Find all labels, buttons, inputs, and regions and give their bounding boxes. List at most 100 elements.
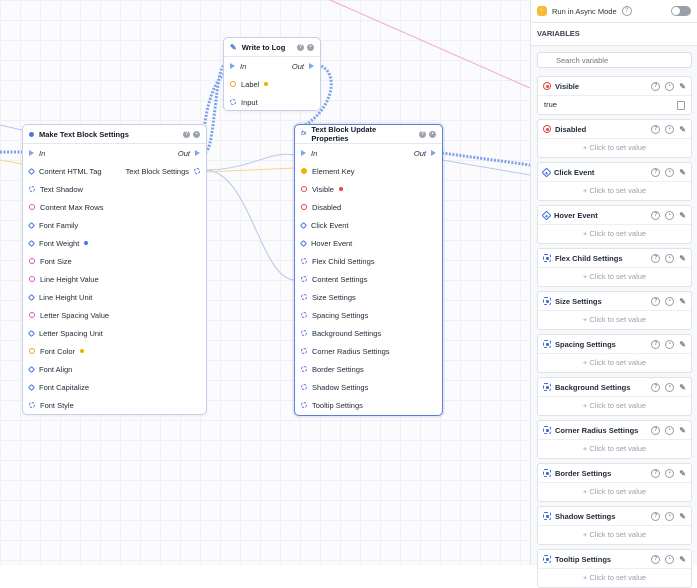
variable-header[interactable]: Spacing Settings?•✎	[538, 335, 691, 354]
eye-icon[interactable]: •	[665, 554, 675, 564]
eye-icon[interactable]: •	[665, 81, 675, 91]
exec-in-port[interactable]	[230, 63, 235, 69]
search-variable-input[interactable]	[537, 52, 692, 68]
set-value-button[interactable]: + Click to set value	[582, 444, 647, 453]
eye-icon[interactable]: •	[665, 167, 675, 177]
eye-icon[interactable]: •	[665, 382, 675, 392]
exec-out-port[interactable]	[195, 150, 200, 156]
help-icon[interactable]: ?	[651, 210, 661, 220]
edit-icon[interactable]: ✎	[679, 81, 686, 91]
variable-card[interactable]: Disabled?•✎+ Click to set value	[537, 119, 692, 158]
enum-port-icon[interactable]	[27, 221, 36, 229]
number-port-icon[interactable]	[29, 312, 35, 318]
variable-header[interactable]: Disabled?•✎	[538, 120, 691, 139]
set-value-button[interactable]: + Click to set value	[582, 229, 647, 238]
struct-port-icon[interactable]	[29, 402, 35, 408]
enum-port-icon[interactable]	[27, 293, 36, 301]
struct-port-icon[interactable]	[301, 348, 307, 354]
help-icon[interactable]: ?	[651, 511, 661, 521]
struct-port-icon[interactable]	[29, 186, 35, 192]
variable-card[interactable]: Spacing Settings?•✎+ Click to set value	[537, 334, 692, 373]
struct-port-icon[interactable]	[301, 366, 307, 372]
eye-icon[interactable]: •	[665, 296, 675, 306]
any-port-icon[interactable]	[230, 99, 236, 105]
set-value-button[interactable]: + Click to set value	[582, 573, 647, 582]
string-port-icon[interactable]	[301, 168, 307, 174]
variable-header[interactable]: Tooltip Settings?•✎	[538, 550, 691, 569]
enum-port-icon[interactable]	[27, 365, 36, 373]
number-port-icon[interactable]	[29, 258, 35, 264]
struct-port-icon[interactable]	[301, 402, 307, 408]
struct-port-icon[interactable]	[301, 384, 307, 390]
variable-header[interactable]: Visible?•✎	[538, 77, 691, 96]
variable-header[interactable]: Background Settings?•✎	[538, 378, 691, 397]
graph-canvas[interactable]: ✎ Write to Log ?• In Out Label Input Mak…	[0, 0, 530, 565]
edit-icon[interactable]: ✎	[679, 296, 686, 306]
set-value-button[interactable]: + Click to set value	[582, 272, 647, 281]
struct-port-icon[interactable]	[301, 312, 307, 318]
eye-icon[interactable]: •	[665, 124, 675, 134]
write-to-log-node[interactable]: ✎ Write to Log ?• In Out Label Input	[223, 37, 321, 111]
edit-icon[interactable]: ✎	[679, 210, 686, 220]
set-value-button[interactable]: + Click to set value	[582, 401, 647, 410]
help-icon[interactable]: ?	[651, 554, 661, 564]
edit-icon[interactable]: ✎	[679, 511, 686, 521]
settings-icon[interactable]: •	[193, 130, 200, 138]
help-icon[interactable]: ?	[183, 130, 190, 138]
help-icon[interactable]: ?	[651, 468, 661, 478]
enum-port-icon[interactable]	[27, 383, 36, 391]
settings-icon[interactable]: •	[307, 43, 314, 51]
help-icon[interactable]: ?	[651, 253, 661, 263]
exec-out-port[interactable]	[309, 63, 314, 69]
exec-in-port[interactable]	[301, 150, 306, 156]
variable-card[interactable]: Click Event?•✎+ Click to set value	[537, 162, 692, 201]
variable-card[interactable]: Flex Child Settings?•✎+ Click to set val…	[537, 248, 692, 287]
string-port-icon[interactable]	[230, 81, 236, 87]
edit-icon[interactable]: ✎	[679, 124, 686, 134]
help-icon[interactable]: ?	[651, 382, 661, 392]
help-icon[interactable]: ?	[651, 124, 661, 134]
eye-icon[interactable]: •	[665, 511, 675, 521]
event-port-icon[interactable]	[299, 221, 308, 229]
enum-port-icon[interactable]	[27, 329, 36, 337]
eye-icon[interactable]: •	[665, 210, 675, 220]
enum-port-icon[interactable]	[27, 239, 36, 247]
number-port-icon[interactable]	[29, 276, 35, 282]
help-icon[interactable]: ?	[651, 81, 661, 91]
variable-header[interactable]: Shadow Settings?•✎	[538, 507, 691, 526]
help-icon[interactable]: ?	[651, 167, 661, 177]
variable-header[interactable]: Size Settings?•✎	[538, 292, 691, 311]
variable-card[interactable]: Shadow Settings?•✎+ Click to set value	[537, 506, 692, 545]
help-icon[interactable]: ?	[419, 130, 426, 138]
struct-port-icon[interactable]	[301, 330, 307, 336]
node-header[interactable]: Make Text Block Settings ?•	[23, 125, 206, 144]
help-icon[interactable]: ?	[651, 296, 661, 306]
set-value-button[interactable]: + Click to set value	[582, 315, 647, 324]
variable-card[interactable]: Visible?•✎true	[537, 76, 692, 115]
variable-value[interactable]: true	[538, 96, 691, 114]
boolean-port-icon[interactable]	[301, 204, 307, 210]
number-port-icon[interactable]	[29, 204, 35, 210]
settings-icon[interactable]: •	[429, 130, 436, 138]
boolean-port-icon[interactable]	[301, 186, 307, 192]
variable-header[interactable]: Border Settings?•✎	[538, 464, 691, 483]
node-header[interactable]: ✎ Write to Log ?•	[224, 38, 320, 57]
variable-header[interactable]: Click Event?•✎	[538, 163, 691, 182]
enum-port-icon[interactable]	[27, 167, 36, 175]
eye-icon[interactable]: •	[665, 339, 675, 349]
variable-card[interactable]: Hover Event?•✎+ Click to set value	[537, 205, 692, 244]
exec-out-port[interactable]	[431, 150, 436, 156]
variable-card[interactable]: Corner Radius Settings?•✎ + Click to set …	[537, 420, 692, 459]
eye-icon[interactable]: •	[665, 253, 675, 263]
variable-card[interactable]: Size Settings?•✎+ Click to set value	[537, 291, 692, 330]
make-text-block-settings-node[interactable]: Make Text Block Settings ?• In Out Conte…	[22, 124, 207, 415]
help-icon[interactable]: ?	[651, 339, 661, 349]
variable-card[interactable]: Border Settings?•✎+ Click to set value	[537, 463, 692, 502]
async-mode-toggle[interactable]	[671, 6, 691, 16]
struct-port-icon[interactable]	[301, 294, 307, 300]
variable-header[interactable]: Hover Event?•✎	[538, 206, 691, 225]
struct-port-icon[interactable]	[301, 276, 307, 282]
edit-icon[interactable]: ✎	[679, 167, 686, 177]
text-block-update-properties-node[interactable]: fx Text Block Update Properties ?• In Ou…	[294, 124, 443, 416]
variable-header[interactable]: Corner Radius Settings?•✎	[538, 421, 691, 440]
